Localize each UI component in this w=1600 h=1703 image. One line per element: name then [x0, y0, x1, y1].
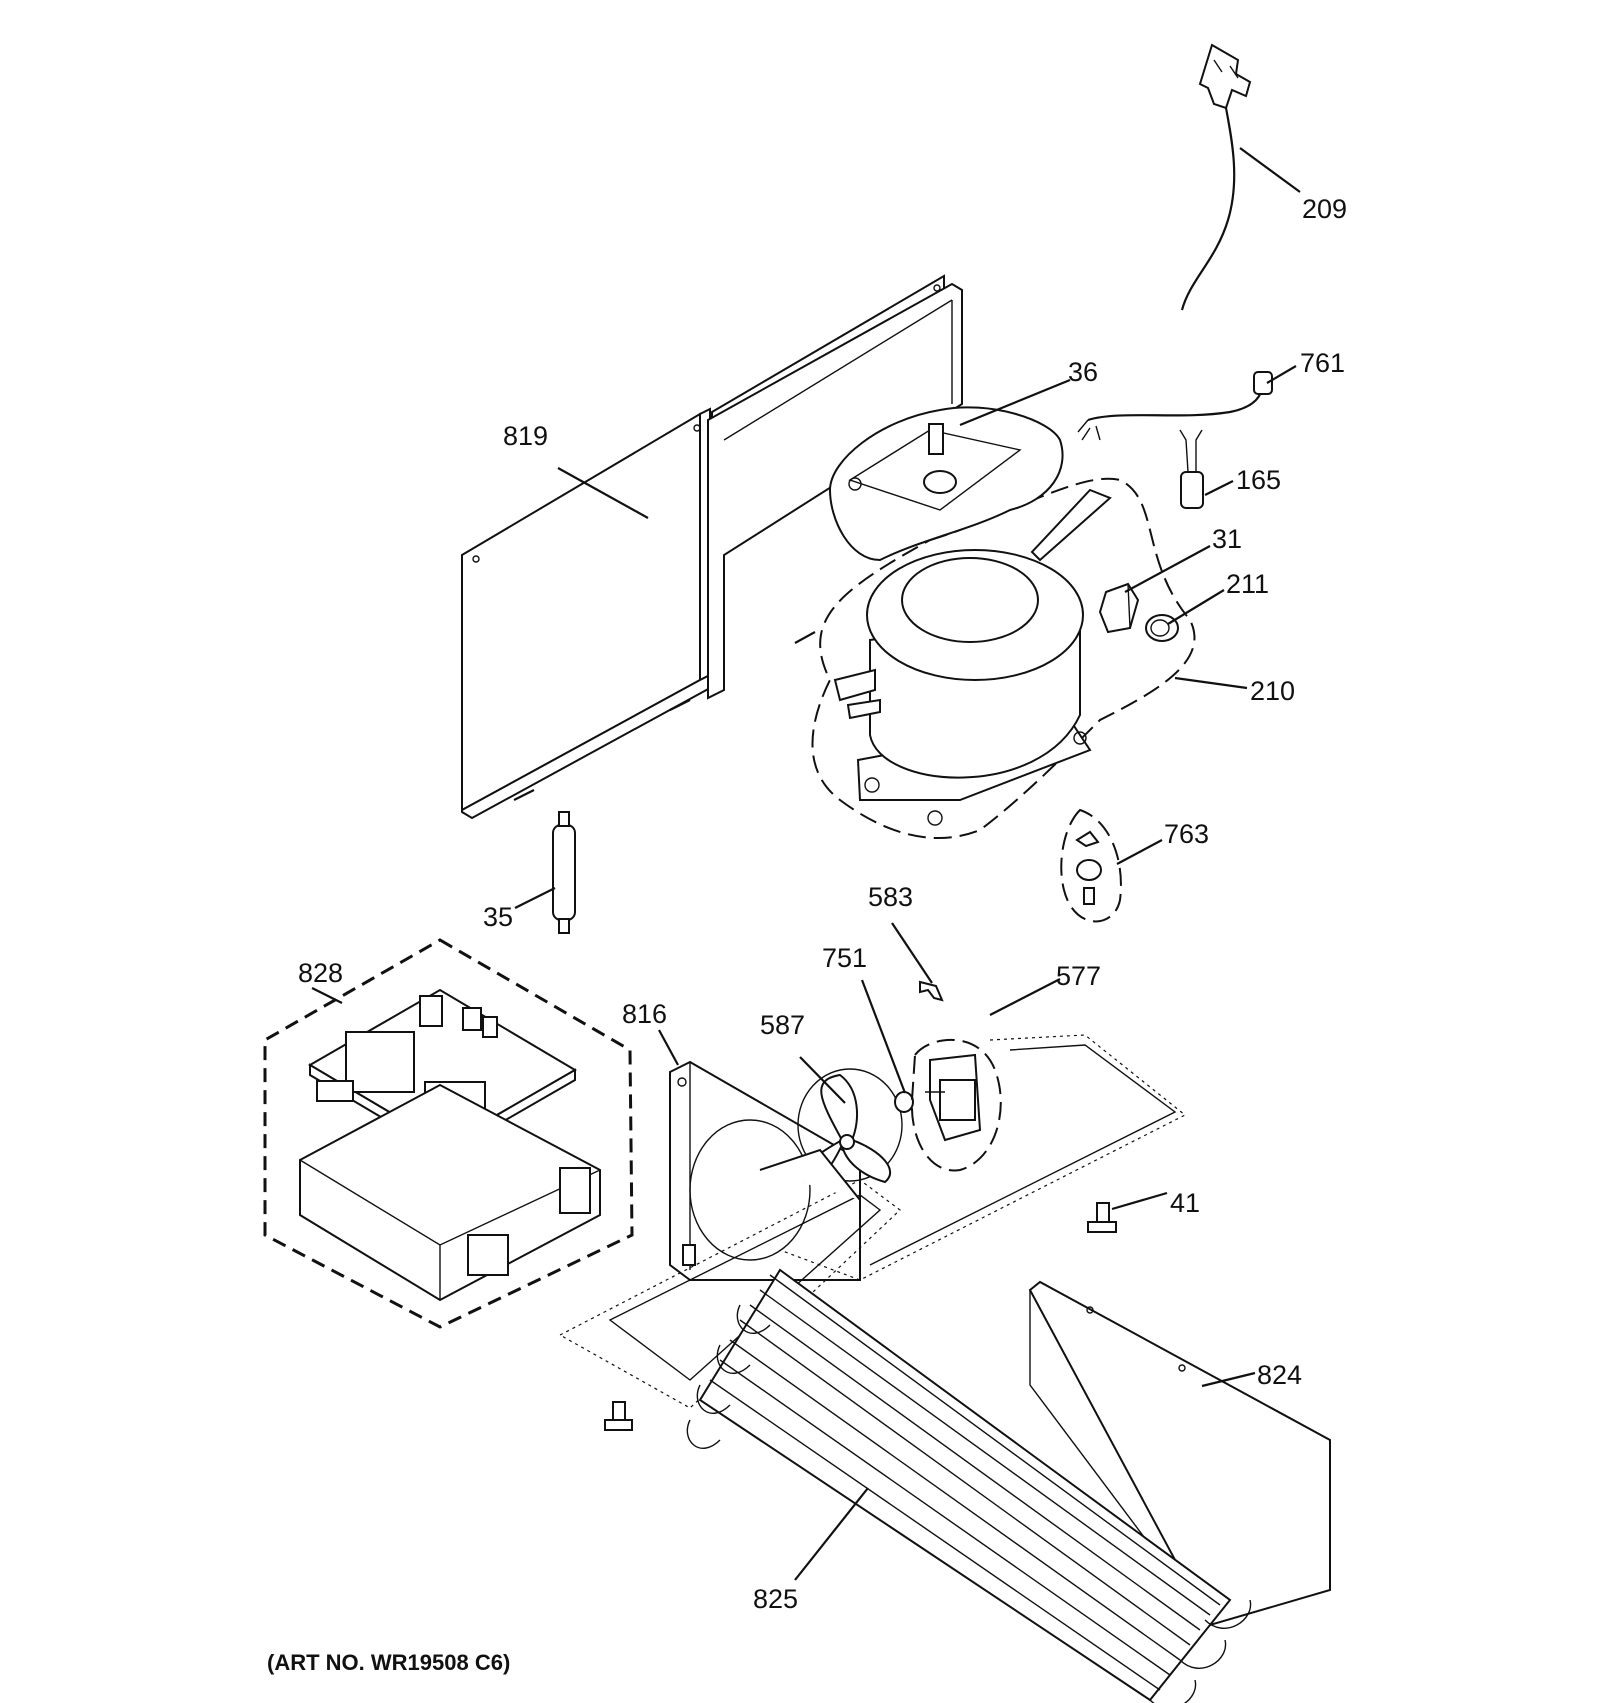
callout-587: 587	[760, 1010, 805, 1040]
callout-583: 583	[868, 882, 913, 912]
compressor	[833, 549, 1092, 826]
filter-drier	[552, 811, 576, 934]
screw-41	[1087, 1202, 1117, 1233]
start-relay	[1098, 582, 1140, 634]
fan-washer	[894, 1091, 914, 1113]
callout-210: 210	[1250, 676, 1295, 706]
callout-761: 761	[1300, 348, 1345, 378]
callout-165: 165	[1236, 465, 1281, 495]
callout-824: 824	[1257, 1360, 1302, 1390]
power-cord	[1180, 43, 1252, 311]
overload-protector	[1145, 614, 1179, 642]
callout-36: 36	[1068, 357, 1098, 387]
art-number: (ART NO. WR19508 C6)	[267, 1650, 511, 1675]
callout-819: 819	[503, 421, 548, 451]
screw	[604, 1401, 633, 1431]
callout-763: 763	[1164, 819, 1209, 849]
callout-35: 35	[483, 902, 513, 932]
capacitor	[1179, 429, 1204, 509]
condenser-fan-motor	[910, 1038, 1002, 1172]
leader-lines	[311, 147, 1301, 1581]
callout-751: 751	[822, 943, 867, 973]
fan-motor-clip	[919, 980, 944, 1002]
callout-577: 577	[1056, 961, 1101, 991]
mounting-rail	[558, 1034, 1187, 1409]
compressor-kit-outline	[811, 477, 1196, 839]
condenser-coil	[686, 1148, 1252, 1703]
control-board-assembly	[263, 938, 634, 1329]
wire-harness	[1077, 371, 1273, 441]
callout-816: 816	[622, 999, 667, 1029]
callout-209: 209	[1302, 194, 1347, 224]
callout-211: 211	[1226, 569, 1269, 599]
grommet-kit	[1060, 808, 1122, 923]
callout-31: 31	[1212, 524, 1242, 554]
callout-825: 825	[753, 1584, 798, 1614]
callout-828: 828	[298, 958, 343, 988]
condenser-fan-blade	[797, 1068, 903, 1184]
callout-labels: 209 761 36 165 819 31 211 210 763 35 583…	[298, 194, 1347, 1614]
compressor-base-tray	[828, 406, 1112, 562]
callout-41: 41	[1170, 1188, 1200, 1218]
